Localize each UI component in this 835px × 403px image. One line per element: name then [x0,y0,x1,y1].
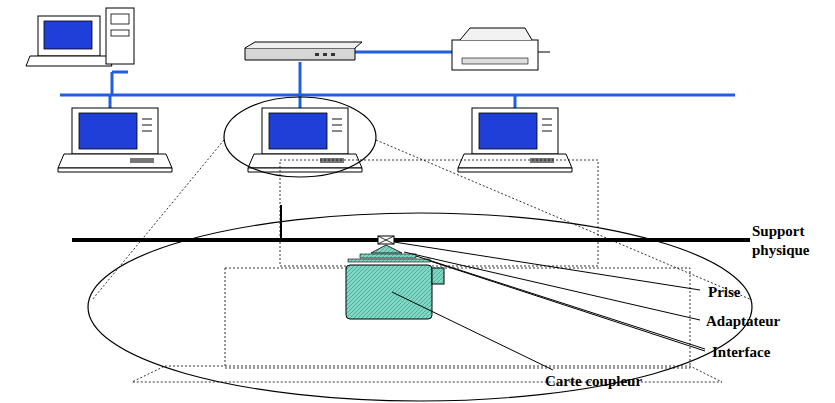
part-label: Carte coupleur [545,372,642,391]
workstation [458,108,572,172]
part-label: Prise [708,283,740,302]
cable-drop [280,205,282,240]
part-label: Adaptateur [706,312,780,331]
physical-medium [72,238,750,242]
printer [452,28,550,70]
network-cable [60,52,735,110]
part-label: Support physique [752,222,827,260]
workstation [26,8,134,66]
part-label: Interface [712,343,770,362]
zoom-outline [88,97,752,401]
workstation [248,108,362,172]
hub [245,42,362,60]
leader-line [392,242,705,370]
workstation [58,108,172,172]
coupler-assembly [346,236,444,319]
